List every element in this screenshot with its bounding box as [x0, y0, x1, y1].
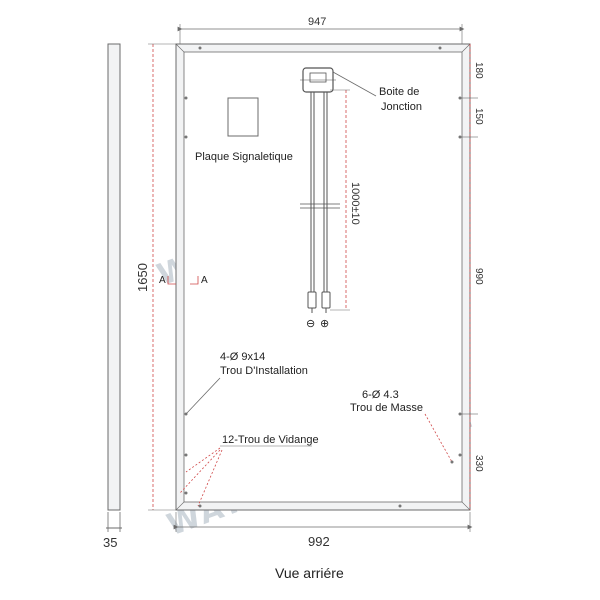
install-holes-line2: Trou D'Installation — [220, 365, 308, 377]
right-dim-330: 330 — [473, 455, 484, 472]
drain-holes-leaders — [179, 447, 223, 507]
junction-label-line1: Boite de — [379, 86, 419, 98]
thickness-dim: 35 — [103, 535, 117, 550]
install-holes-line1: 4-Ø 9x14 — [220, 351, 265, 363]
right-dim-180: 180 — [473, 62, 484, 79]
cable-dim: 1000±10 — [349, 182, 361, 225]
minus-terminal-icon: ⊖ — [306, 318, 315, 330]
junction-leader — [332, 71, 377, 97]
install-holes-leader — [185, 377, 221, 415]
junction-label-line2: Jonction — [381, 101, 422, 113]
top-width-dim: 947 — [308, 16, 326, 28]
side-profile — [107, 43, 121, 511]
section-a-right: A — [201, 275, 208, 286]
ground-holes-line1: 6-Ø 4.3 — [362, 389, 399, 401]
nameplate-label: Plaque Signaletique — [195, 151, 293, 163]
cables — [300, 92, 340, 292]
nameplate-box — [227, 97, 259, 137]
ground-holes-leader — [424, 413, 453, 463]
right-dim-990: 990 — [473, 268, 484, 285]
frame-holes — [184, 46, 462, 508]
drain-holes-label: 12-Trou de Vidange — [222, 434, 319, 446]
ground-holes-line2: Trou de Masse — [350, 402, 423, 414]
connectors — [307, 291, 331, 313]
bottom-width-dim: 992 — [308, 534, 330, 549]
section-a-left: A — [159, 275, 166, 286]
caption: Vue arriére — [275, 565, 344, 581]
height-dim: 1650 — [135, 263, 150, 292]
plus-terminal-icon: ⊕ — [320, 318, 329, 330]
right-dim-150: 150 — [473, 108, 484, 125]
